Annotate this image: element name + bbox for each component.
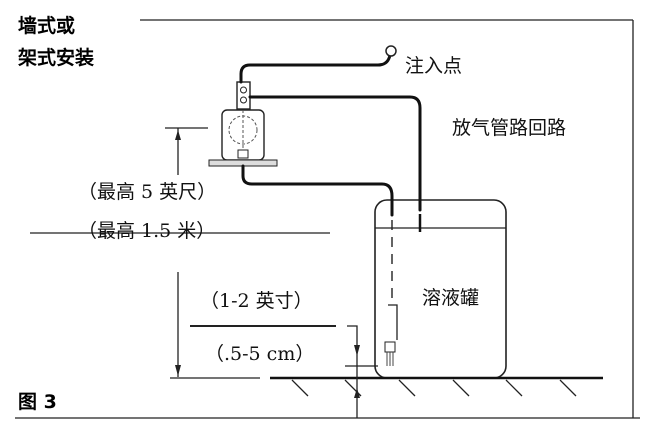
max-height-m-label: （最高 1.5 米） xyxy=(78,220,215,242)
title-line-2: 架式安装 xyxy=(17,46,94,69)
clearance-cm-label: （.5-5 cm） xyxy=(205,343,314,365)
injection-point-label: 注入点 xyxy=(405,55,462,77)
title-line-1: 墙式或 xyxy=(18,14,75,37)
clearance-in-label: （1-2 英寸） xyxy=(200,290,313,312)
solution-tank-label: 溶液罐 xyxy=(422,287,479,309)
vent-return-line xyxy=(248,95,422,212)
suction-line xyxy=(241,164,394,217)
discharge-line xyxy=(239,53,392,84)
dimension-lines xyxy=(30,127,378,418)
frame xyxy=(15,19,640,419)
injection-point-fitting xyxy=(385,45,397,57)
figure-label: 图 3 xyxy=(18,391,57,413)
foot-valve xyxy=(384,304,398,366)
metering-pump xyxy=(208,81,278,167)
max-height-ft-label: （最高 5 英尺） xyxy=(78,181,216,203)
ground-line xyxy=(270,376,603,397)
vent-loop-label: 放气管路回路 xyxy=(452,117,566,139)
